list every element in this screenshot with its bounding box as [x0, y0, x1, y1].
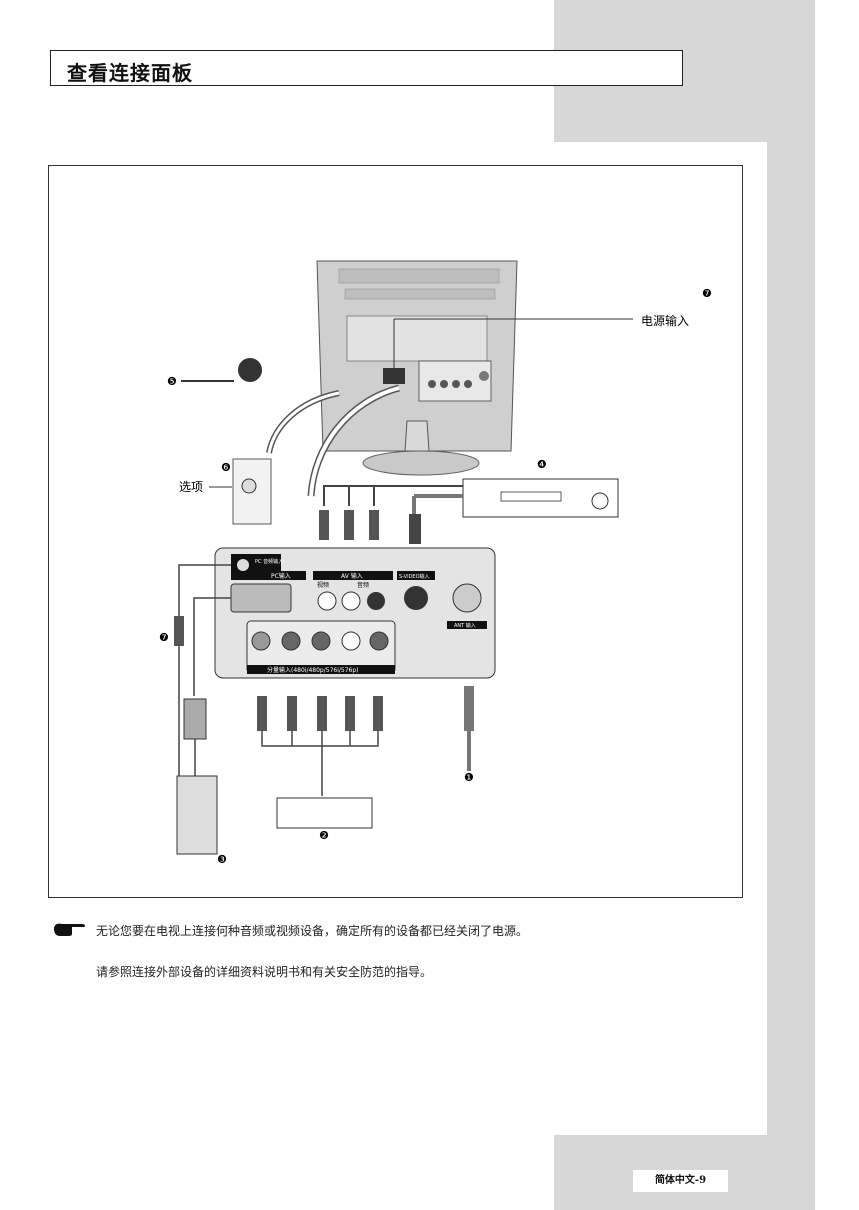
- connection-panel: PC 音频输入 PC输入 AV 输入 视频 音频 S-VIDEO输入 ANT 输…: [214, 547, 496, 679]
- note-line-1: 无论您要在电视上连接何种音频或视频设备，确定所有的设备都已经关闭了电源。: [96, 924, 529, 938]
- sidebar-strip: [767, 0, 815, 1210]
- dvd-device: [276, 797, 373, 829]
- power-socket-icon: [383, 368, 405, 384]
- ant-input-label: ANT 输入: [454, 622, 476, 629]
- connection-diagram: 电源输入 ❼ ❺ ❻ 选项 ❹: [48, 165, 743, 898]
- marker-3: ❸: [217, 853, 227, 866]
- page-number: 简体中文-9: [633, 1170, 728, 1192]
- connection-diagram-svg: 电源输入 ❼ ❺ ❻ 选项 ❹: [159, 260, 712, 866]
- pc-input-label: PC输入: [271, 572, 291, 580]
- marker-2: ❷: [319, 829, 329, 842]
- power-input-label: 电源输入: [641, 313, 689, 328]
- marker-1: ❶: [464, 771, 474, 784]
- marker-7: ❼: [159, 631, 169, 644]
- component-input-label: 分量输入(480i/480p/576i/576p): [267, 666, 359, 674]
- marker-7-top: ❼: [702, 287, 712, 300]
- page-title-box: 查看连接面板: [50, 50, 683, 86]
- option-label: 选项: [179, 480, 203, 494]
- marker-6: ❻: [221, 461, 231, 474]
- pc-audio-label: PC 音频输入: [255, 558, 283, 565]
- video-label: 视频: [317, 581, 329, 589]
- pc-tower-device: [176, 775, 218, 855]
- page-title: 查看连接面板: [67, 61, 193, 85]
- svideo-input-label: S-VIDEO输入: [399, 573, 430, 580]
- tv-back: [316, 260, 518, 476]
- pointing-hand-icon: [54, 923, 86, 936]
- vcr-device: [462, 478, 619, 518]
- note-line-2: 请参照连接外部设备的详细资料说明书和有关安全防范的指导。: [96, 965, 433, 979]
- marker-5: ❺: [167, 375, 177, 388]
- earphone-jack-icon: [238, 358, 262, 382]
- av-input-label: AV 输入: [341, 572, 363, 580]
- marker-4: ❹: [537, 458, 547, 471]
- audio-label: 音频: [357, 581, 369, 589]
